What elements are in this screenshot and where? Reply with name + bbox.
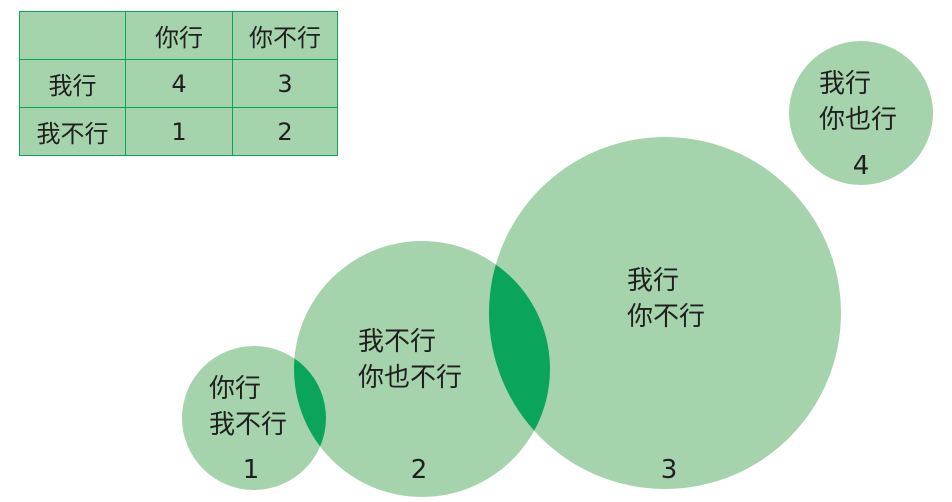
circle-2-number: 2 bbox=[411, 455, 428, 485]
matrix-col-header-you-ok: 你行 bbox=[125, 11, 233, 60]
matrix-corner-cell bbox=[19, 11, 126, 60]
circle-3-line-1: 我行 bbox=[627, 266, 679, 296]
matrix-row-i-not-ok: 我不行 1 2 bbox=[19, 107, 338, 156]
circle-1-number: 1 bbox=[243, 455, 260, 485]
circle-4-line-2: 你也行 bbox=[819, 105, 897, 135]
circle-3 bbox=[489, 137, 841, 489]
circle-2 bbox=[294, 241, 550, 497]
circle-4 bbox=[789, 41, 933, 185]
circle-3-number: 3 bbox=[661, 455, 678, 485]
circle-1-line-1: 你行 bbox=[209, 374, 261, 404]
circle-2-line-2: 你也不行 bbox=[358, 363, 462, 393]
circle-4-number: 4 bbox=[853, 151, 870, 181]
circle-1 bbox=[182, 346, 326, 490]
circle-3-line-2: 你不行 bbox=[627, 302, 705, 332]
position-matrix-table: 你行 你不行 我行 4 3 我不行 1 2 bbox=[19, 11, 338, 156]
matrix-cell: 3 bbox=[232, 59, 338, 108]
circle-1-line-2: 我不行 bbox=[209, 410, 287, 440]
matrix-header-row: 你行 你不行 bbox=[19, 11, 338, 60]
matrix-cell: 1 bbox=[125, 107, 233, 156]
matrix-row-header: 我不行 bbox=[19, 107, 126, 156]
circle-4-line-1: 我行 bbox=[819, 69, 871, 99]
matrix-cell: 2 bbox=[232, 107, 338, 156]
circle-2-line-1: 我不行 bbox=[358, 327, 436, 357]
matrix-col-header-you-not-ok: 你不行 bbox=[232, 11, 338, 60]
